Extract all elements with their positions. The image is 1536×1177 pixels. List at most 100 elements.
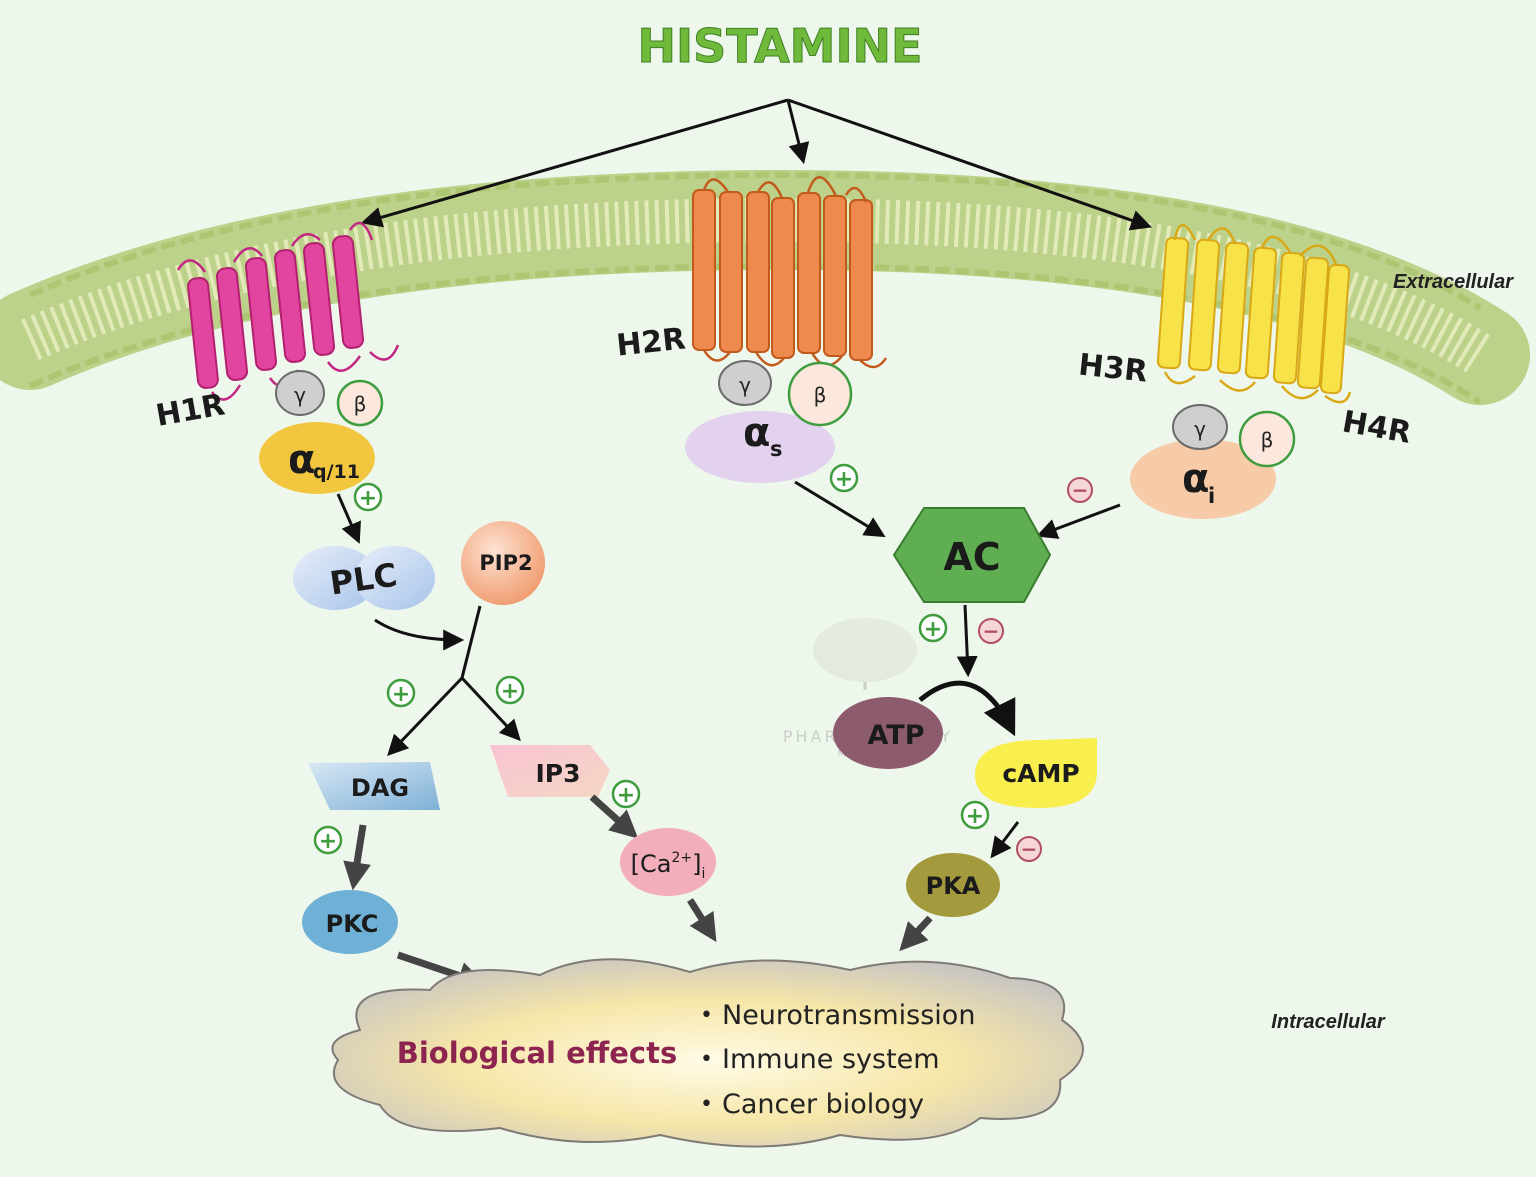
calcium-subscript: i xyxy=(701,866,705,882)
pka-to-effects-arrow xyxy=(899,915,933,952)
svg-text:+: + xyxy=(835,467,853,492)
atp-label: ATP xyxy=(867,720,924,751)
pkc-node: PKC xyxy=(302,890,398,954)
h3-beta-label: β xyxy=(1261,428,1274,452)
dag-to-pkc-arrow xyxy=(343,824,371,891)
plus-sign: + xyxy=(829,463,859,493)
atp-to-camp-arrow xyxy=(918,680,1016,737)
minus-sign: − xyxy=(1067,477,1093,503)
plus-sign: + xyxy=(611,779,641,809)
pip2-to-junction-line xyxy=(460,605,482,679)
h1-beta-label: β xyxy=(354,392,367,416)
h3-beta-subunit xyxy=(1238,410,1296,468)
svg-text:+: + xyxy=(966,804,984,829)
alpha-i-to-ac-arrow xyxy=(1036,503,1121,539)
biological-effects-cloud: Biological effects • Neurotransmission •… xyxy=(331,958,1084,1148)
dag-label: DAG xyxy=(351,774,409,802)
h2-label: H2R xyxy=(615,322,687,364)
plus-sign: + xyxy=(918,613,948,643)
svg-text:+: + xyxy=(501,679,519,704)
h2-alpha-subscript: s xyxy=(770,437,783,461)
svg-text:+: + xyxy=(319,829,337,854)
ca-to-effects-arrow xyxy=(687,898,717,943)
h3-h4-receptor xyxy=(1156,223,1352,404)
calcium-close: ] xyxy=(692,850,701,878)
h3-alpha-symbol: α xyxy=(1182,456,1209,502)
h3-gamma-label: γ xyxy=(1194,417,1206,441)
h4-label: H4R xyxy=(1340,404,1414,450)
plus-sign: + xyxy=(386,678,416,708)
plc-to-junction-arrow xyxy=(374,618,465,651)
h2-alpha-symbol: α xyxy=(743,410,770,456)
camp-label: cAMP xyxy=(1002,759,1079,788)
extracellular-label: Extracellular xyxy=(1393,271,1514,293)
plus-sign: + xyxy=(353,482,383,512)
effect-item: Immune system xyxy=(722,1044,940,1075)
ac-node: AC xyxy=(892,507,1052,603)
junction-to-dag-arrow xyxy=(387,676,464,757)
h2-beta-label: β xyxy=(814,383,827,407)
svg-text:−: − xyxy=(1072,478,1089,502)
h1-gamma-label: γ xyxy=(294,383,306,407)
diagram-title: HISTAMINE xyxy=(638,19,923,73)
h1-alpha-symbol: α xyxy=(288,437,315,483)
h2-gamma-label: γ xyxy=(739,373,751,397)
histamine-arrows xyxy=(360,98,1152,231)
pip2-label: PIP2 xyxy=(479,551,532,575)
h1-beta-subunit xyxy=(336,379,384,427)
minus-sign: − xyxy=(978,618,1004,644)
ac-to-atp-arrow xyxy=(956,604,978,678)
ip3-label: IP3 xyxy=(535,759,580,788)
h1-label: H1R xyxy=(153,387,227,433)
plc-label: PLC xyxy=(327,556,399,603)
svg-text:−: − xyxy=(1021,837,1038,861)
effect-item: Neurotransmission xyxy=(722,1000,975,1031)
svg-text:+: + xyxy=(924,617,942,642)
h3-alpha-subscript: i xyxy=(1208,484,1215,508)
h2-beta-subunit xyxy=(787,361,853,427)
plus-sign: + xyxy=(495,675,525,705)
h1-gamma-subunit xyxy=(275,370,325,416)
intracellular-label: Intracellular xyxy=(1271,1011,1386,1033)
plus-sign: + xyxy=(960,800,990,830)
plus-sign: + xyxy=(313,825,343,855)
effects-bullet-1: • xyxy=(700,1003,713,1028)
plc-node: PLC xyxy=(293,546,435,610)
h1-alpha-subscript: q/11 xyxy=(313,461,360,483)
calcium-open: [Ca xyxy=(631,850,672,878)
h2-receptor xyxy=(692,176,888,369)
svg-text:+: + xyxy=(392,682,410,707)
ip3-to-ca-arrow xyxy=(589,794,639,839)
ac-label: AC xyxy=(943,535,1000,579)
dag-node: DAG xyxy=(308,762,440,810)
camp-to-pka-arrow xyxy=(990,821,1020,859)
h1-receptor xyxy=(176,221,400,401)
junction-to-ip3-arrow xyxy=(460,676,521,742)
effects-bullet-2: • xyxy=(700,1047,713,1072)
camp-node: cAMP xyxy=(975,738,1097,808)
alpha-s-to-ac-arrow xyxy=(794,480,886,538)
effects-bullet-3: • xyxy=(700,1092,713,1117)
ip3-node: IP3 xyxy=(490,745,610,797)
svg-text:+: + xyxy=(617,783,635,808)
h1-alpha-q11-subunit xyxy=(259,422,375,494)
calcium-label: [Ca2+]i xyxy=(631,850,706,882)
pka-label: PKA xyxy=(926,872,981,900)
svg-text:+: + xyxy=(359,486,377,511)
atp-node: ATP xyxy=(833,697,943,769)
pka-node: PKA xyxy=(906,853,1000,917)
pip2-node: PIP2 xyxy=(461,521,545,605)
h3-gamma-subunit xyxy=(1172,404,1228,450)
svg-text:−: − xyxy=(983,619,1000,643)
calcium-superscript: 2+ xyxy=(671,850,692,866)
h3-alpha-i-subunit xyxy=(1130,439,1276,519)
effect-item: Cancer biology xyxy=(722,1089,924,1120)
pkc-label: PKC xyxy=(326,910,379,938)
calcium-node: [Ca2+]i xyxy=(620,828,716,896)
h2-alpha-s-subunit xyxy=(685,411,835,483)
minus-sign: − xyxy=(1016,836,1042,862)
h3-label: H3R xyxy=(1077,348,1149,390)
effects-heading: Biological effects xyxy=(397,1036,677,1070)
